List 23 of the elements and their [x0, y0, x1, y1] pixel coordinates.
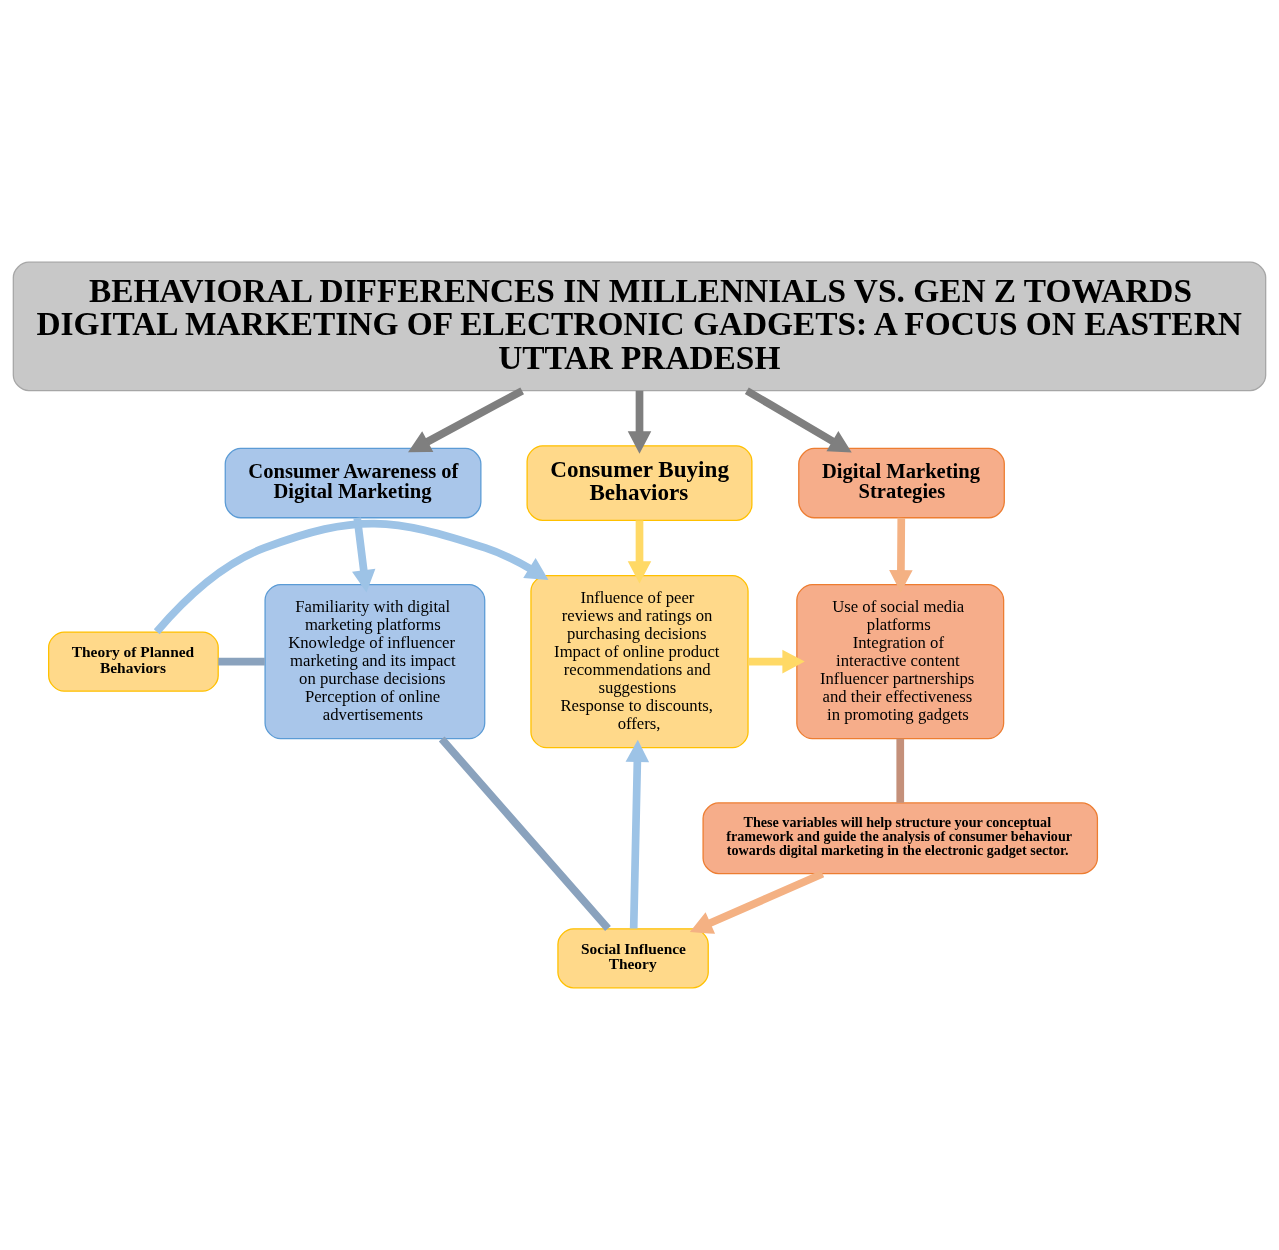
- node-box: Consumer Buying Behaviors: [526, 445, 753, 521]
- arrow: [153, 519, 549, 635]
- connector: [218, 657, 265, 666]
- node-box: Consumer Awareness of Digital Marketing: [224, 447, 482, 519]
- arrow: [744, 387, 852, 453]
- arrow: [627, 390, 652, 454]
- connector: [438, 736, 611, 931]
- node-box: Use of social media platforms Integration of interactive content Influencer partnerships and their effectiveness in promoting gadgets: [796, 583, 1005, 740]
- connector: [896, 738, 905, 803]
- arrow: [627, 520, 652, 584]
- arrow: [889, 517, 913, 593]
- node-box: Familiarity with digital marketing platforms Knowledge of influencer marketing and its impact on purchase decisions Perception of online advertisements: [264, 583, 486, 740]
- node-box: These variables will help structure your conceptual framework and guide the analysis of consumer behaviour towards digital marketing in the electronic gadget sector.: [702, 802, 1099, 875]
- node-box: Influence of peer reviews and ratings on purchasing decisions Impact of online product recommendations and suggestions Response to discounts, offers,: [530, 574, 749, 749]
- arrow: [352, 517, 376, 593]
- arrow: [689, 870, 825, 934]
- arrow: [625, 739, 650, 929]
- node-box: BEHAVIORAL DIFFERENCES IN MILLENNIALS VS. GEN Z TOWARDS DIGITAL MARKETING OF ELECTRONIC GADGETS: A FOCUS ON EASTERN UTTAR PRADESH: [12, 261, 1267, 392]
- node-box: Digital Marketing Strategies: [798, 447, 1005, 519]
- arrow: [748, 649, 805, 674]
- node-box: Social Influence Theory: [557, 928, 709, 989]
- node-box: Theory of Planned Behaviors: [48, 631, 219, 692]
- arrow: [408, 387, 524, 453]
